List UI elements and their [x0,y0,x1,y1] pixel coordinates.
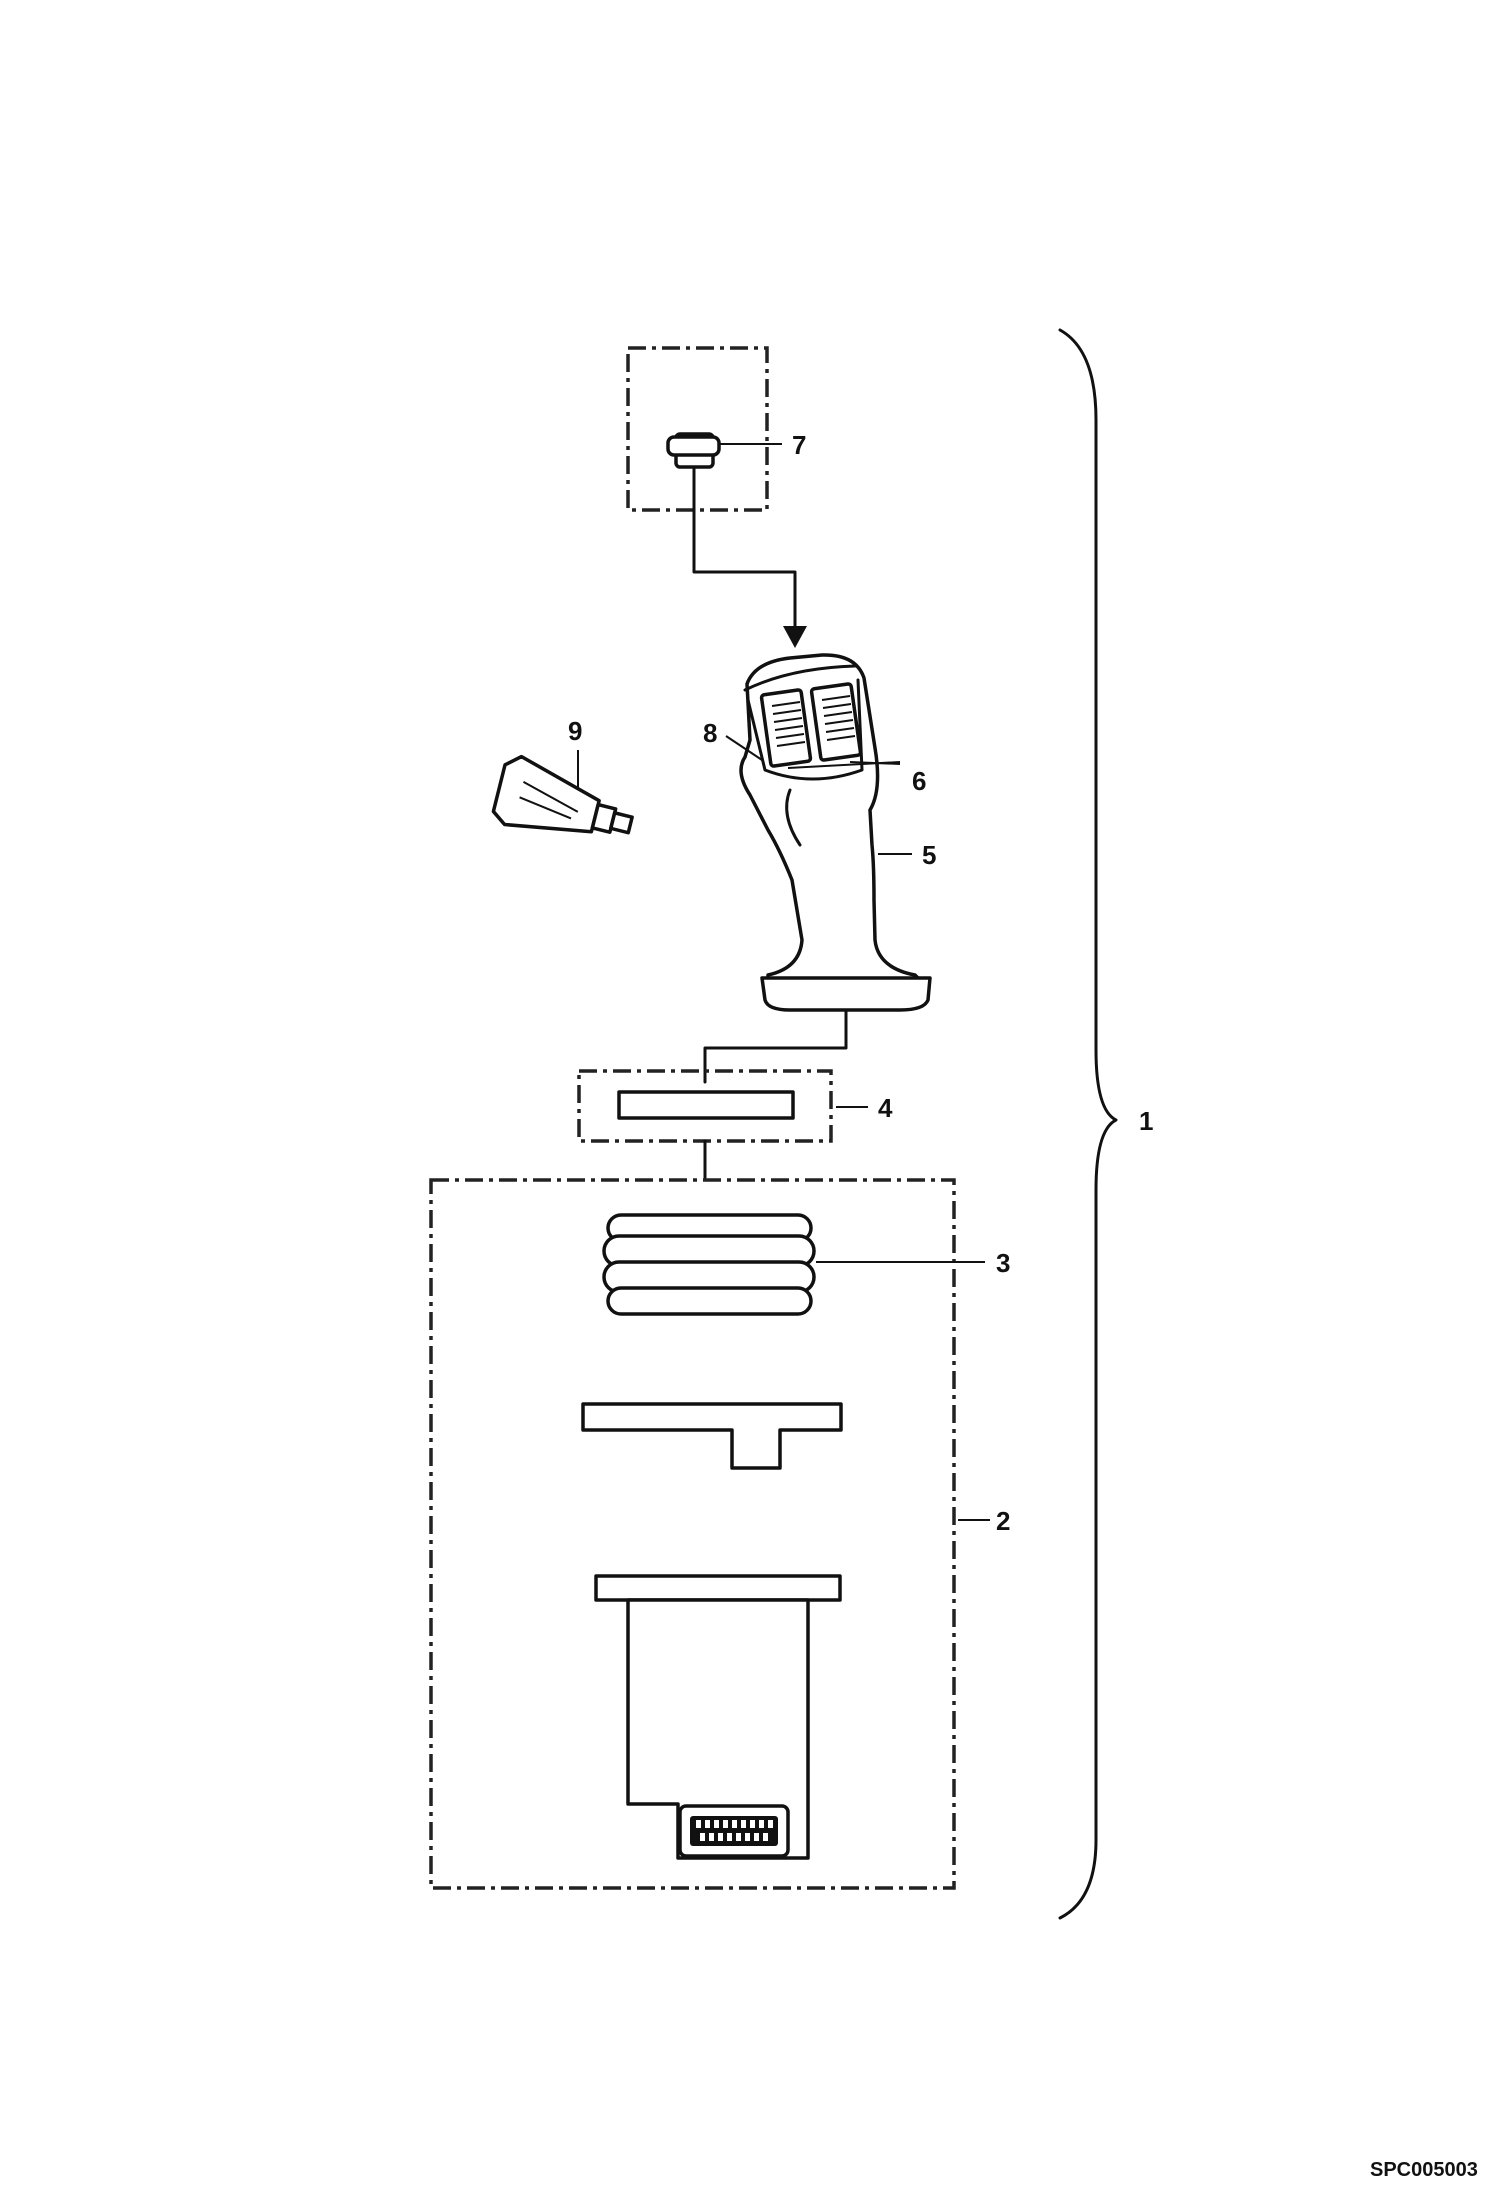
callout-3: 3 [996,1248,1010,1278]
t-plate [581,1402,843,1470]
callout-8: 8 [703,718,717,748]
part-2-assembly-box [429,1178,990,1890]
callout-1: 1 [1139,1106,1153,1136]
part-5-joystick-handle [703,653,932,1084]
leader-8 [725,735,763,761]
figure-code: SPC005003 [1370,2159,1478,2181]
housing [594,1574,842,1860]
part-6-buttons [759,682,863,768]
part-7-push-button [626,346,807,648]
callout-2: 2 [996,1506,1010,1536]
brace-part-1 [1058,328,1118,1920]
callout-6: 6 [912,766,926,796]
part-4-plate [577,1069,868,1182]
arrow-head-icon [783,626,807,648]
callout-7: 7 [792,430,806,460]
part-3-bellows [602,1213,985,1316]
callout-5: 5 [922,840,936,870]
leader-6b [849,761,901,765]
callout-9: 9 [568,716,582,746]
part-9-grease-tube [491,754,634,835]
callout-4: 4 [878,1093,893,1123]
